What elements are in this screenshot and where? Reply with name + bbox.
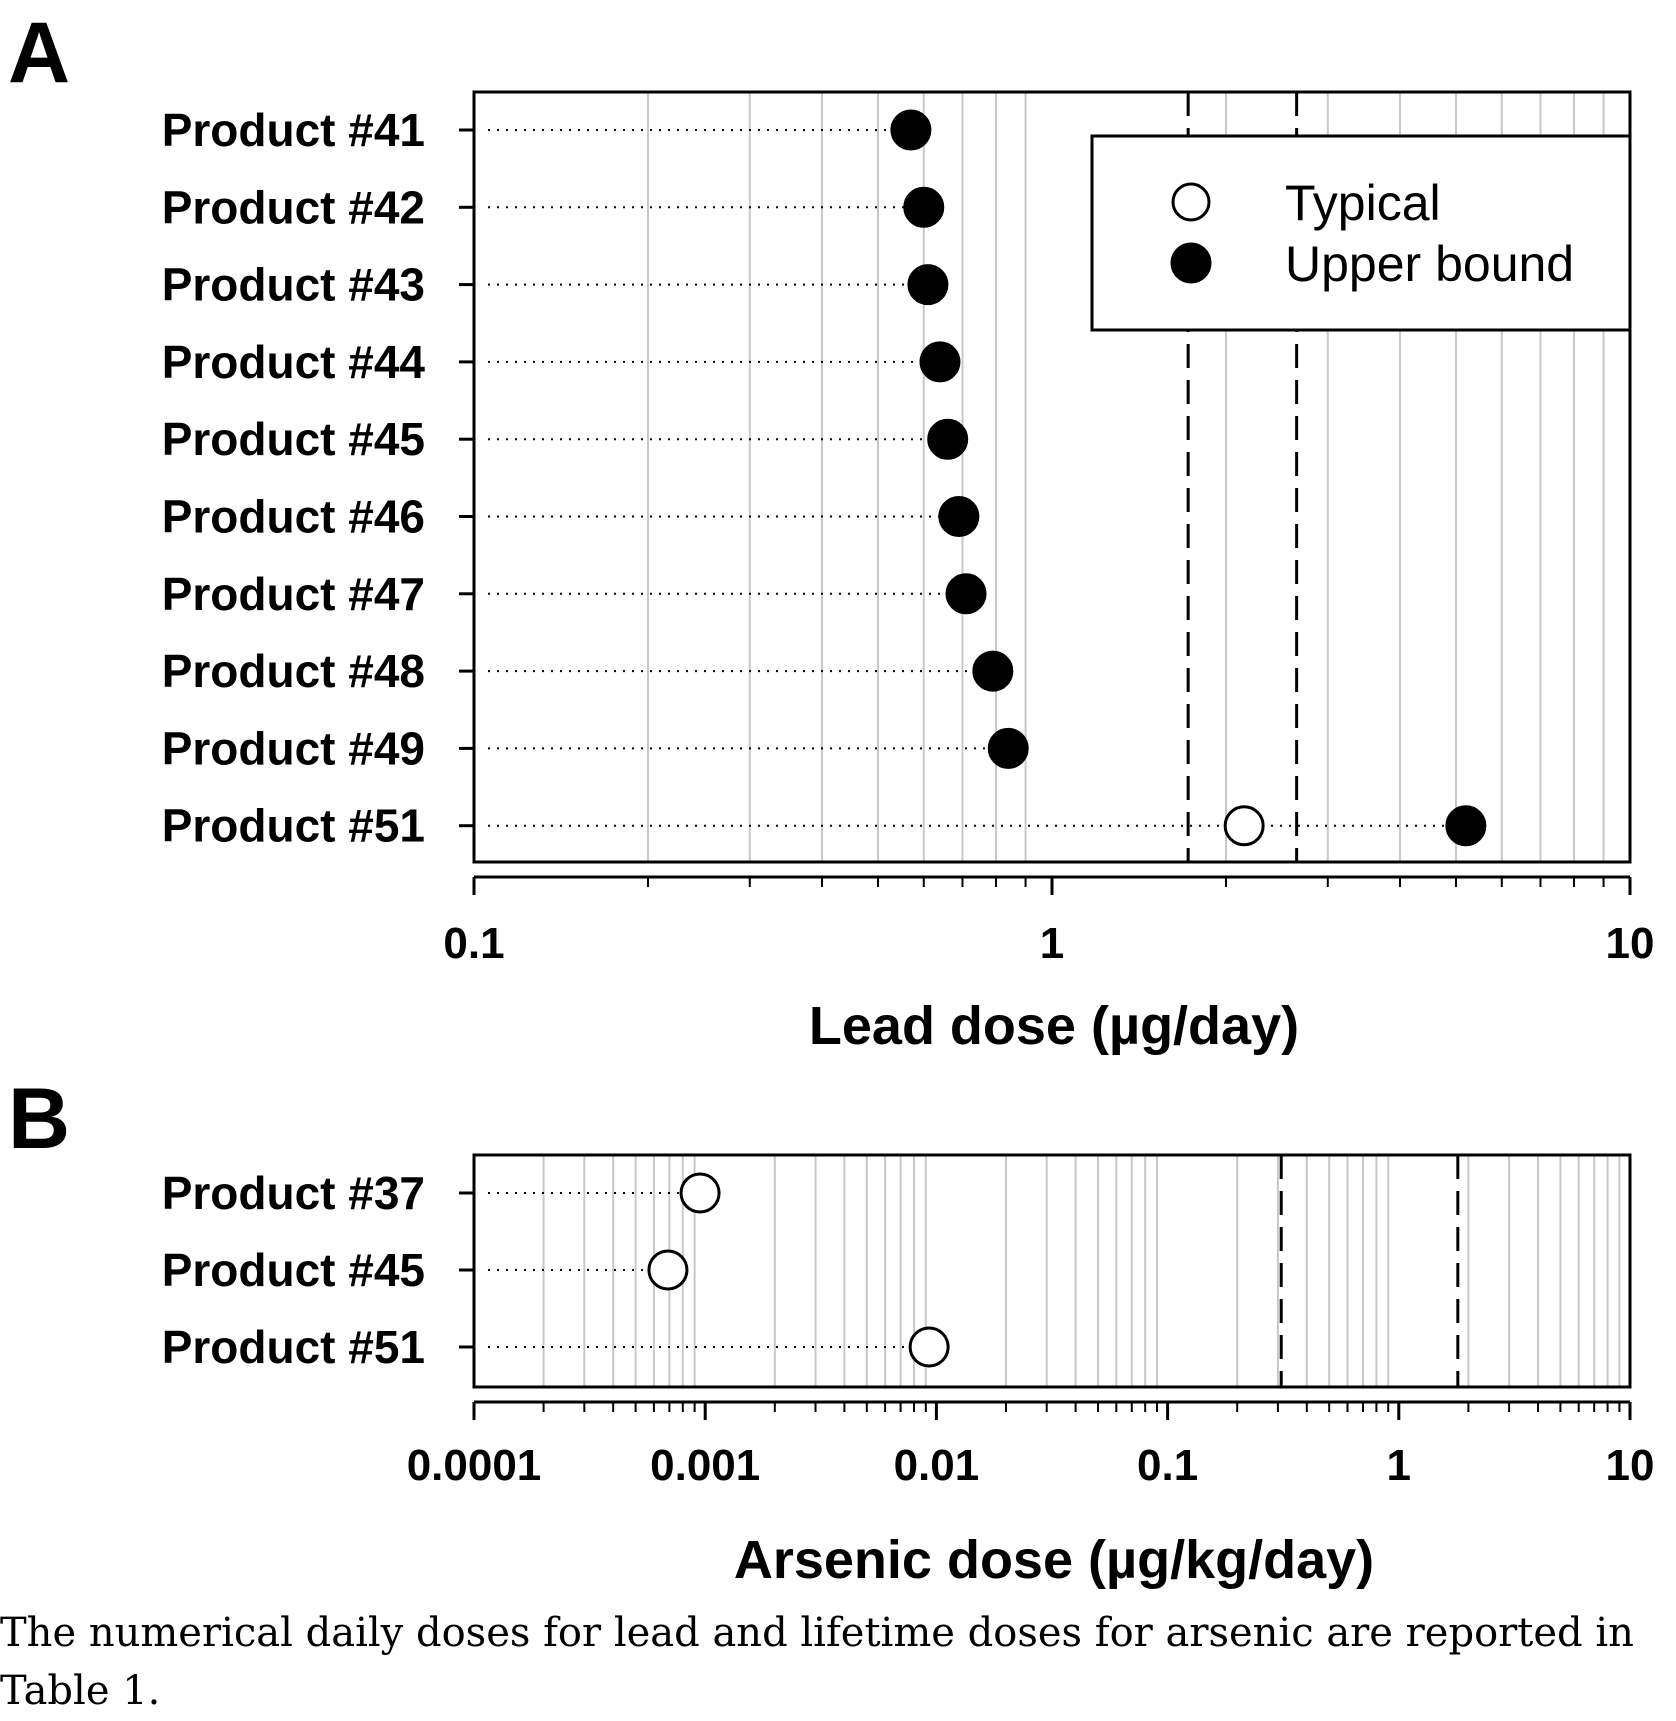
data-point-upper-bound-product-47	[945, 573, 987, 615]
x-tick-label-1: 1	[1040, 919, 1064, 968]
category-label-product-45: Product #45	[162, 413, 425, 465]
data-point-upper-bound-product-42	[903, 186, 945, 228]
data-point-typical-product-51	[908, 1326, 950, 1368]
panel-a-plot-frame	[472, 90, 1632, 864]
legend-typical-label: Typical	[1285, 175, 1441, 231]
x-tick-label-0-1: 0.1	[1137, 1441, 1198, 1490]
x-tick-label-0-01: 0.01	[894, 1441, 980, 1490]
legend-typical-marker	[1171, 182, 1211, 222]
panel-b-data-points	[647, 1172, 950, 1368]
category-label-product-51: Product #51	[162, 800, 425, 852]
category-label-product-42: Product #42	[162, 181, 425, 233]
panel-a-letter: A	[8, 5, 70, 101]
caption-line-1: The numerical daily doses for lead and l…	[0, 1610, 1634, 1656]
x-tick-label-10: 10	[1606, 1441, 1655, 1490]
data-point-upper-bound-product-51	[1445, 805, 1487, 847]
category-label-product-51: Product #51	[162, 1321, 425, 1373]
data-point-upper-bound-product-49	[987, 727, 1029, 769]
x-tick-label-1: 1	[1387, 1441, 1411, 1490]
category-label-product-45: Product #45	[162, 1244, 425, 1296]
category-label-product-46: Product #46	[162, 491, 425, 543]
category-label-product-47: Product #47	[162, 568, 425, 620]
data-point-upper-bound-product-44	[919, 341, 961, 383]
data-point-typical-product-51	[1223, 805, 1265, 847]
panel-a-x-axis: 0.1 1 10	[443, 875, 1655, 968]
panel-a-dotted-guides	[488, 129, 1466, 827]
legend-upper-bound-marker	[1170, 242, 1212, 284]
data-point-upper-bound-product-46	[938, 496, 980, 537]
x-tick-label-0-1: 0.1	[443, 919, 504, 968]
panel-b-plot-frame	[472, 1153, 1632, 1389]
panel-b-x-axis-title: Arsenic dose (µg/kg/day)	[734, 1530, 1374, 1590]
panel-b-dotted-guides	[488, 1192, 930, 1348]
x-tick-label-10: 10	[1606, 919, 1655, 968]
category-label-product-44: Product #44	[162, 336, 426, 388]
legend-upper-bound-label: Upper bound	[1285, 236, 1574, 292]
data-point-upper-bound-product-43	[907, 264, 949, 306]
caption-line-2: Table 1.	[0, 1668, 161, 1714]
category-label-product-43: Product #43	[162, 259, 425, 311]
category-label-product-49: Product #49	[162, 722, 425, 774]
panel-a-x-axis-title: Lead dose (µg/day)	[809, 996, 1299, 1056]
data-point-upper-bound-product-45	[927, 418, 969, 460]
category-label-product-48: Product #48	[162, 645, 425, 697]
data-point-upper-bound-product-48	[972, 650, 1014, 692]
figure-caption: The numerical daily doses for lead and l…	[0, 1604, 1676, 1720]
data-point-upper-bound-product-41	[890, 109, 932, 151]
panel-a-legend: Typical Upper bound	[1090, 134, 1632, 332]
category-label-product-41: Product #41	[162, 104, 425, 156]
x-tick-label-0-0001: 0.0001	[407, 1441, 542, 1490]
data-point-typical-product-45	[647, 1249, 689, 1291]
panel-b-letter: B	[8, 1071, 70, 1167]
legend-box	[1090, 134, 1632, 332]
x-tick-label-0-001: 0.001	[650, 1441, 760, 1490]
category-label-product-37: Product #37	[162, 1167, 425, 1219]
panel-b-reference-lines	[1279, 1155, 1460, 1387]
panel-b-x-axis: 0.0001 0.001 0.01 0.1 1 10	[407, 1400, 1655, 1490]
panel-a-data-points	[890, 109, 1487, 847]
data-point-typical-product-37	[679, 1172, 721, 1214]
